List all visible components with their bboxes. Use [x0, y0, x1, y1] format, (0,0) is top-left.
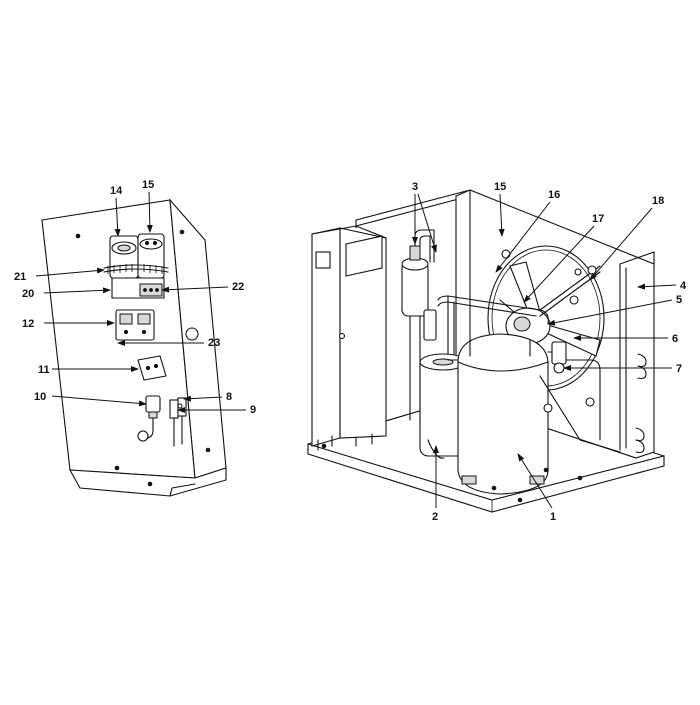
callout-14: 15 [142, 179, 154, 191]
callout-21: 21 [14, 271, 26, 283]
callout-3: 3 [412, 181, 418, 193]
run-capacitor [109, 235, 139, 279]
callout-15: 15 [494, 181, 506, 193]
callout-12: 12 [22, 318, 34, 330]
callout-16: 16 [548, 189, 560, 201]
callout-10: 10 [34, 391, 46, 403]
callout-9: 9 [250, 404, 256, 416]
condensing-unit [307, 189, 665, 513]
callout-5: 5 [676, 294, 682, 306]
callout-7: 7 [676, 363, 682, 375]
compressor [447, 333, 567, 495]
callout-23: 23 [208, 337, 220, 349]
callout-2: 2 [432, 511, 438, 523]
callout-13: 14 [110, 185, 123, 197]
callout-20: 20 [22, 288, 34, 300]
suction-line [437, 295, 549, 325]
contactor [115, 309, 155, 341]
accumulator [419, 353, 467, 459]
callout-17: 17 [592, 213, 604, 225]
start-capacitor [137, 233, 165, 279]
callout-4: 4 [680, 280, 687, 292]
top-rail [355, 189, 471, 229]
callout-1: 1 [550, 511, 556, 523]
callout-18: 18 [652, 195, 664, 207]
control-panel [41, 198, 227, 497]
pressure-switch [137, 395, 161, 442]
front-frame [311, 225, 387, 451]
start-relay [137, 355, 167, 381]
callout-6: 6 [672, 333, 678, 345]
callout-8: 8 [226, 391, 232, 403]
panel-bottom-return [69, 467, 227, 497]
callout-22: 22 [232, 281, 244, 293]
callout-11: 11 [38, 364, 50, 376]
